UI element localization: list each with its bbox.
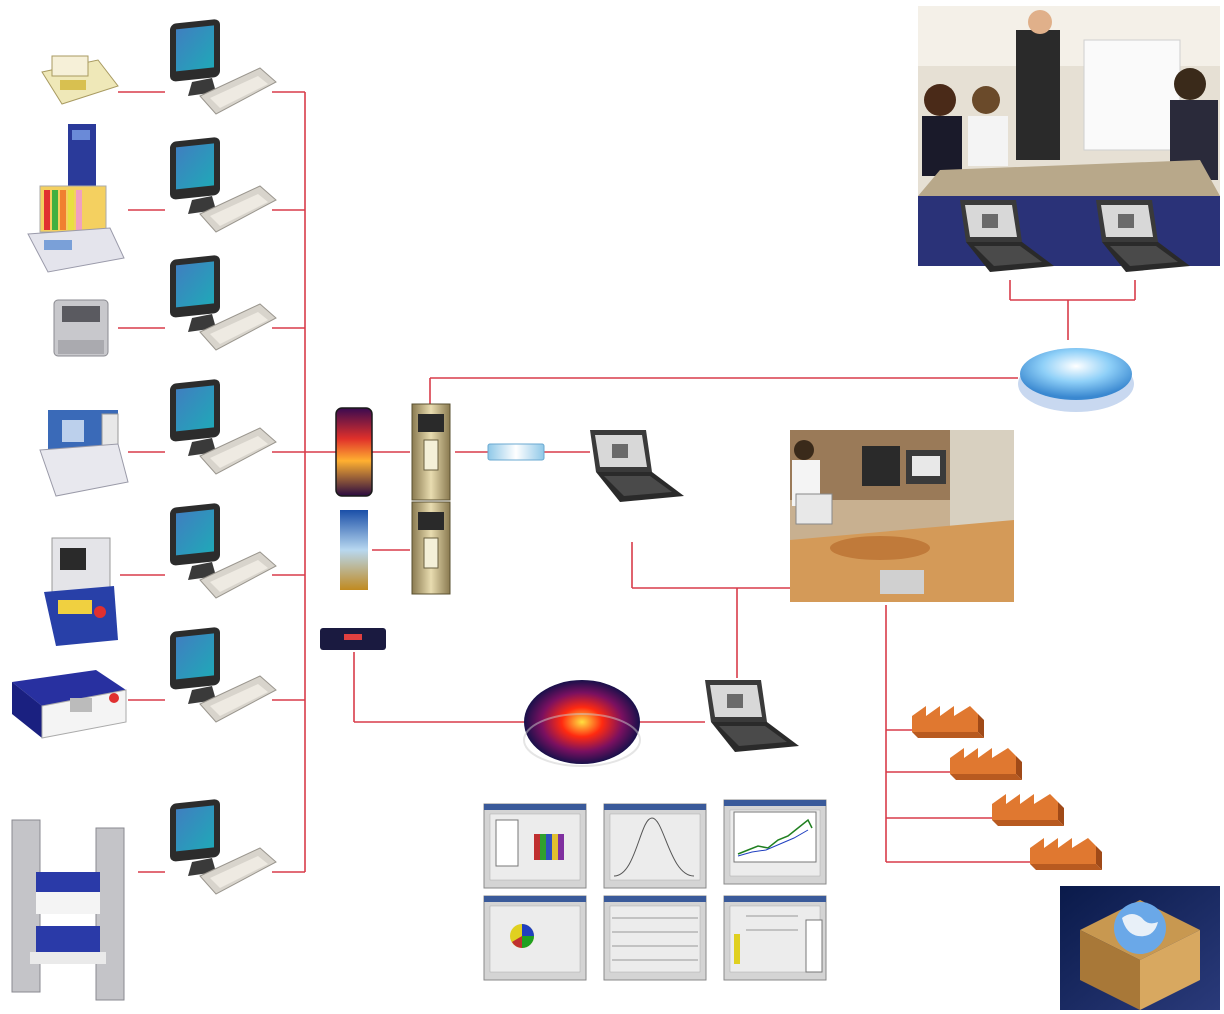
desktop-computer-icon — [169, 136, 277, 233]
gradient-bridge-icon — [335, 407, 373, 497]
trend-chart-screen — [723, 799, 827, 885]
distribution-curve-screen — [603, 803, 707, 889]
desktop-computer-icon — [169, 18, 277, 115]
factory-icon — [912, 706, 984, 738]
desktop-computer-icon — [169, 502, 277, 599]
connection-lines — [118, 91, 1136, 873]
globe-in-box-photo — [1060, 886, 1220, 1010]
grid-data-screen — [603, 895, 707, 981]
database-server-icon — [523, 680, 641, 767]
paper-sample-cutter-icon — [53, 299, 109, 357]
meeting-room-photo — [918, 6, 1220, 272]
desktop-computer-icon — [169, 626, 277, 723]
factory-icon — [1030, 838, 1102, 870]
burst-tester-icon — [44, 537, 118, 646]
laptop-icon — [590, 430, 684, 502]
tower-server-icon — [411, 403, 451, 595]
factory-icon — [950, 748, 1022, 780]
precision-balance-icon — [41, 55, 119, 105]
router-disc-icon — [1018, 348, 1134, 412]
measurement-screen — [483, 803, 587, 889]
desktop-computer-icon — [169, 378, 277, 475]
desktop-computer-icon — [169, 254, 277, 351]
tensile-tester-icon — [27, 124, 125, 273]
bar-report-screen — [723, 895, 827, 981]
control-room-photo — [790, 430, 1014, 602]
gradient-strip-icon — [340, 510, 368, 590]
desktop-computer-icon — [169, 798, 277, 895]
sample-strips-icon — [44, 190, 82, 230]
factory-icon — [992, 794, 1064, 826]
hub-icon — [320, 628, 386, 650]
friction-tester-icon — [12, 670, 127, 739]
compression-tester-icon — [11, 819, 125, 1001]
laptop-icon — [705, 680, 799, 752]
crush-tester-icon — [39, 410, 129, 497]
pie-chart-screen — [483, 895, 587, 981]
network-switch-icon — [487, 443, 545, 461]
